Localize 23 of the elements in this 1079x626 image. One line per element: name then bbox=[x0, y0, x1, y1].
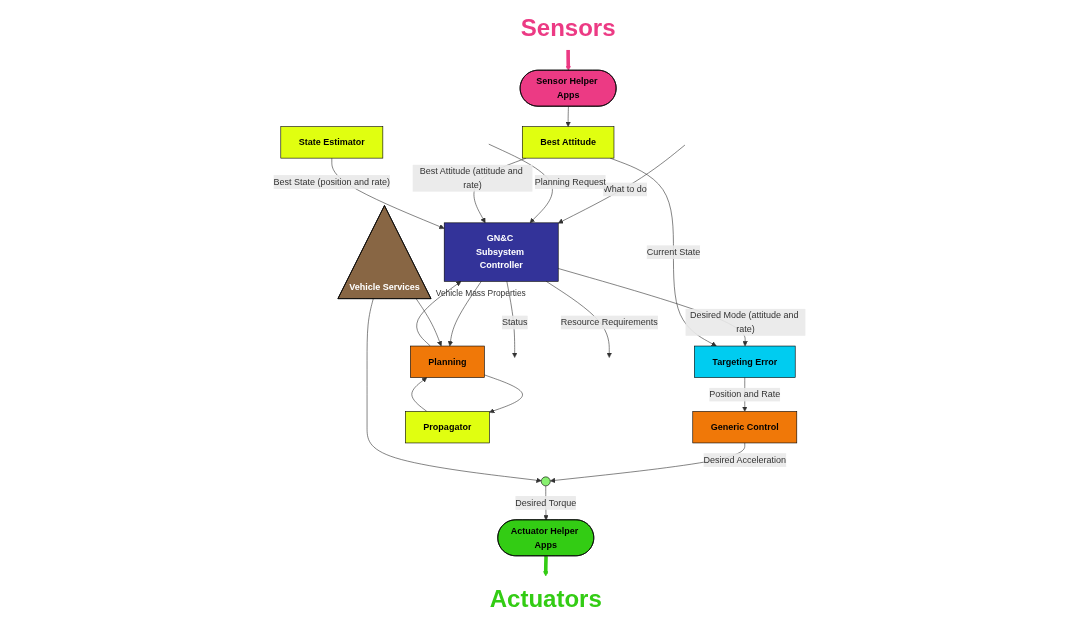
edge-label: Status bbox=[501, 316, 528, 327]
node-box: Best Attitude bbox=[522, 126, 615, 159]
node-text: Sensors bbox=[520, 14, 616, 41]
node-text: Actuators bbox=[489, 585, 602, 612]
edge-label: Position and Rate bbox=[709, 388, 781, 400]
arrow bbox=[543, 555, 549, 577]
node-box: Propagator bbox=[405, 411, 490, 444]
node-circle bbox=[540, 476, 551, 487]
node-box: Targeting Error bbox=[694, 345, 796, 378]
node-box: Generic Control bbox=[692, 411, 798, 444]
edge-label: Desired Acceleration bbox=[703, 454, 787, 465]
arrow bbox=[565, 49, 571, 71]
edge-label: Best Attitude (attitude and rate) bbox=[419, 165, 523, 190]
edge-label: Current State bbox=[646, 246, 701, 257]
node-caption: Vehicle Mass Properties bbox=[435, 288, 526, 299]
edge-label: Desired Torque bbox=[515, 497, 577, 508]
edge-label: Resource Requirements bbox=[560, 316, 658, 327]
edge-label: Desired Mode (attitude and rate) bbox=[689, 310, 799, 334]
node-box: GN&C Subsystem Controller bbox=[443, 222, 559, 282]
node-box: Planning bbox=[410, 345, 485, 378]
edge-label: Best State (position and rate) bbox=[273, 176, 391, 187]
node-box: State Estimator bbox=[280, 126, 384, 159]
edge-label: Planning Request bbox=[534, 176, 606, 187]
